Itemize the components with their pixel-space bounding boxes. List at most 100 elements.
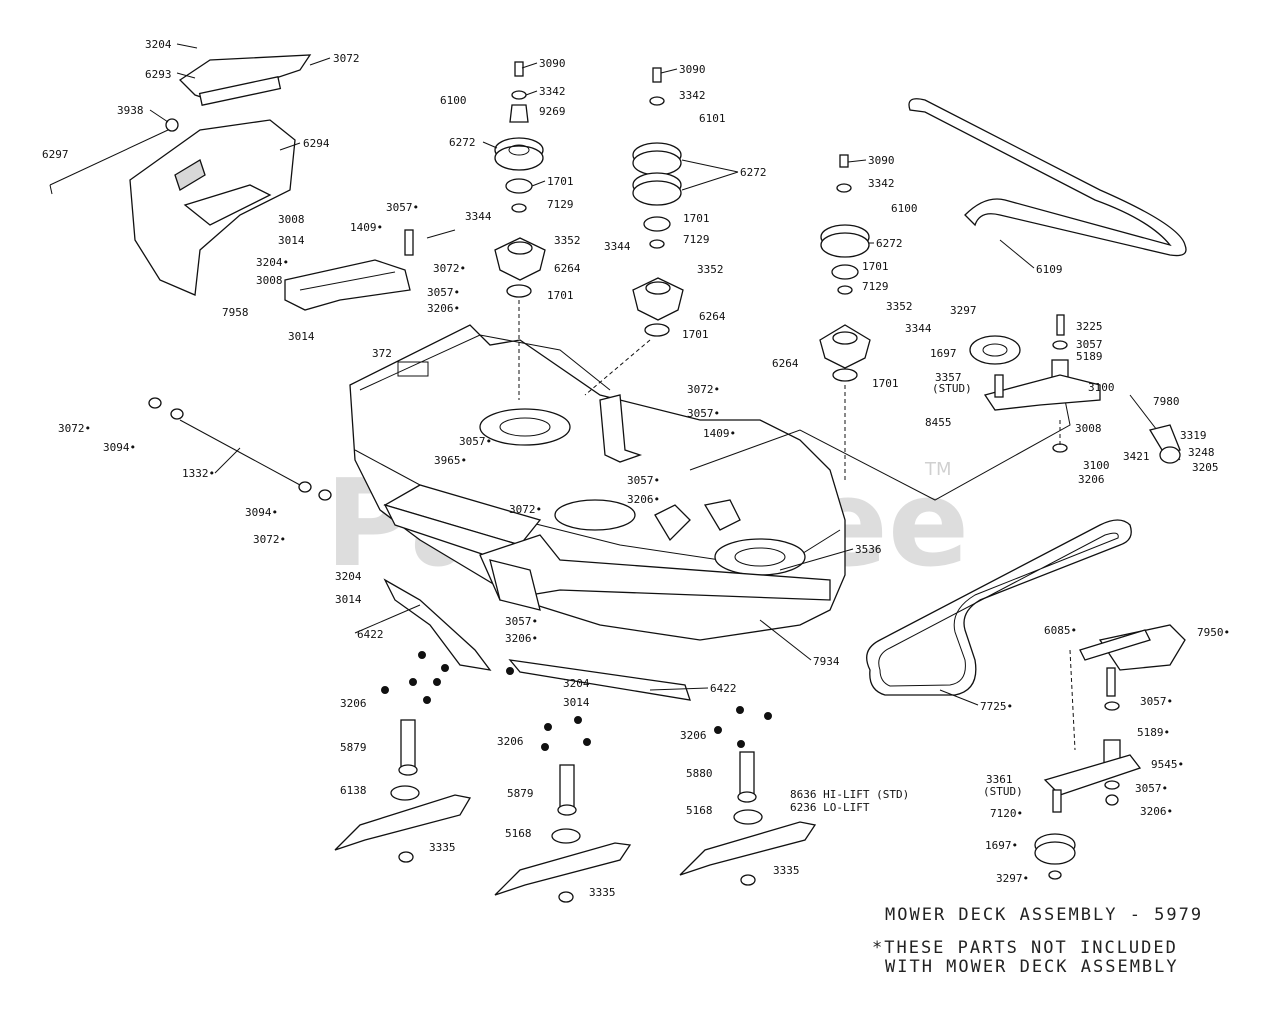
callout-3206-g: 3206 [680,729,707,742]
idler-arm-assembly-upper [969,314,1181,464]
blade-assembly-center [494,659,691,903]
callout-3335-b: 3335 [589,886,616,899]
callout-3204-b: 3204• [256,256,289,269]
callout-5168-b: 5168 [686,804,713,817]
callout-3057-d: 3057• [687,407,720,420]
callout-6109: 6109 [1036,263,1063,276]
callout-3204-d: 3204 [563,677,590,690]
callout-1697-b: 1697• [985,839,1018,852]
callout-3072-b: 3072• [433,262,466,275]
callout-6294: 6294 [303,137,330,150]
callout-3014-d: 3014 [563,696,590,709]
callout-3248: 3248 [1188,446,1215,459]
spindle-assembly-right [689,154,1071,501]
callout-3319: 3319 [1180,429,1207,442]
callout-3204: 3204 [145,38,172,51]
spindle-assembly-center [584,67,684,396]
callout-3357: 3357 [935,371,962,384]
callout-7129-b: 7129 [683,233,710,246]
callout-6101: 6101 [699,112,726,125]
callout-3072-c: 3072• [58,422,91,435]
callout-3014: 3014 [278,234,305,247]
callout-3206-a: 3206 [1078,473,1105,486]
callout-8636: 8636 HI-LIFT (STD) [790,788,909,801]
diagram-note-line1: *THESE PARTS NOT INCLUDED [872,938,1178,958]
callout-6138: 6138 [340,784,367,797]
callout-3205: 3205 [1192,461,1219,474]
callout-5168-a: 5168 [505,827,532,840]
callout-3536: 3536 [855,543,882,556]
callout-7980: 7980 [1153,395,1180,408]
callout-3352-a: 3352 [554,234,581,247]
callout-5879-b: 5879 [507,787,534,800]
discharge-chute [49,54,312,296]
callout-3342-a: 3342 [539,85,566,98]
callout-3008: 3008 [278,213,305,226]
callout-7120: 7120• [990,807,1023,820]
callout-7934: 7934 [813,655,840,668]
callout-6085: 6085• [1044,624,1077,637]
callout-3094-a: 3094• [103,441,136,454]
callout-1332: 1332• [182,467,215,480]
callout-1697-a: 1697 [930,347,957,360]
drive-belt-7725 [866,519,1132,696]
callout-7950: 7950• [1197,626,1230,639]
callout-3008-c: 3008 [256,274,283,287]
callout-372: 372 [372,347,392,360]
callout-3057-i: 3057• [1135,782,1168,795]
diagram-note-line2: WITH MOWER DECK ASSEMBLY [885,957,1179,977]
callout-3206-c: 3206• [627,493,660,506]
callout-1409-a: 1409• [350,221,383,234]
callout-3057-b: 3057• [386,201,419,214]
callout-1701-e: 1701 [862,260,889,273]
rod-1332 [148,397,332,501]
callout-3057-h: 3057• [1140,695,1173,708]
callout-1701-d: 1701 [682,328,709,341]
mower-deck-housing [349,324,846,641]
callout-3342-b: 3342 [679,89,706,102]
callout-6293: 6293 [145,68,172,81]
callout-1701-c: 1701 [683,212,710,225]
callout-6272-a: 6272 [449,136,476,149]
callout-7725: 7725• [980,700,1013,713]
callout-3008-b: 3008 [1075,422,1102,435]
bracket-7958 [284,229,456,311]
callout-3206-f: 3206 [497,735,524,748]
callout-5879-a: 5879 [340,741,367,754]
drive-belt-6109 [908,98,1187,257]
callout-3072-f: 3072• [509,503,542,516]
callout-3206-d: 3206• [505,632,538,645]
callout-3344-a: 3344 [465,210,492,223]
callout-3361-stud: (STUD) [983,785,1023,798]
leader-lines [149,43,1035,706]
callout-1409-b: 1409• [703,427,736,440]
callout-3090-a: 3090 [539,57,566,70]
callout-7129-c: 7129 [862,280,889,293]
callout-3938: 3938 [117,104,144,117]
callout-6100-a: 6100 [440,94,467,107]
callout-3100-a: 3100 [1088,381,1115,394]
callout-3342-c: 3342 [868,177,895,190]
callout-3206-b: 3206• [427,302,460,315]
callout-6236: 6236 LO-LIFT [790,801,870,814]
callout-3344-b: 3344 [604,240,631,253]
callout-3206-e: 3206 [340,697,367,710]
callout-3225: 3225 [1076,320,1103,333]
callout-7958: 7958 [222,306,249,319]
callout-3100-b: 3100 [1083,459,1110,472]
callout-9545: 9545• [1151,758,1184,771]
callout-6272-c: 6272 [876,237,903,250]
callout-3297-b: 3297• [996,872,1029,885]
callout-3297-a: 3297 [950,304,977,317]
diagram-title: MOWER DECK ASSEMBLY - 5979 [885,905,1203,925]
callout-6422-b: 6422 [710,682,737,695]
callout-1701-f: 1701 [872,377,899,390]
callout-3057-a: 3057 [1076,338,1103,351]
callout-7129-a: 7129 [547,198,574,211]
callout-6272-b: 6272 [740,166,767,179]
callout-1701-b: 1701 [547,289,574,302]
callout-1701-a: 1701 [547,175,574,188]
callout-3335-a: 3335 [429,841,456,854]
callout-3357-stud: (STUD) [932,382,972,395]
